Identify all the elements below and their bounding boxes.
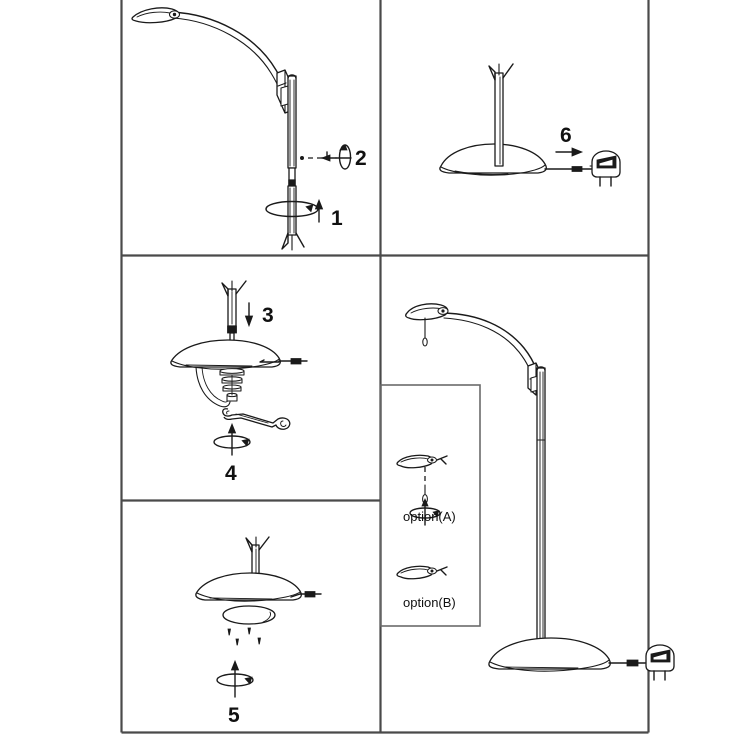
step-4-indicator: 4 [213,422,251,485]
pole-bottom-tip [281,232,305,251]
step-3-number: 3 [262,304,274,327]
step-5-number: 5 [228,704,240,727]
step-6-indicator: 6 [555,124,584,157]
panel-top-left: 2 1 [131,7,367,251]
lamp-head-icon [405,303,449,347]
option-a-rotation-indicator [409,497,441,526]
options-inset: option(A) option(B) [380,384,481,627]
power-cord [290,591,322,598]
lamp-head-icon [131,7,181,24]
cover-disc [222,605,276,625]
step-5-indicator: 5 [216,659,254,727]
option-b-label: option(B) [403,595,456,610]
lamp-base-icon [488,637,611,672]
option-a-label: option(A) [403,509,456,524]
down-arrow-icon [244,302,254,328]
pole-stub [488,63,514,167]
panel-middle-left: 3 4 [170,280,308,485]
up-arrow-icon [230,659,240,698]
step-3-indicator: 3 [244,302,274,328]
lamp-base-icon [439,143,547,176]
panel-right-assembled: option(A) option(B) [380,303,675,681]
pole-full [536,366,546,652]
power-cord [608,659,646,667]
wrench-icon [222,408,291,430]
step-1-indicator: 1 [265,198,343,230]
power-plug-icon [645,644,675,681]
pole-upper [287,74,297,169]
pole-lower [287,167,297,236]
step-1-number: 1 [331,207,343,230]
step-2-number: 2 [355,147,367,170]
lamp-base-icon [170,339,281,370]
option-b-illustration [396,565,448,580]
panel-top-right: 6 [439,63,621,187]
right-arrow-icon [555,147,584,157]
step-6-number: 6 [560,124,572,147]
screw-particles [227,627,261,646]
power-plug-icon [589,150,621,187]
washer-stack [219,368,245,402]
panel-border-group [120,0,650,734]
power-cord [259,358,308,365]
lamp-arm [443,312,541,390]
lamp-arm [170,11,290,107]
step-2-indicator: 2 [299,144,367,170]
power-cord [544,166,592,172]
lamp-base-icon [195,572,302,602]
rotation-arrow-icon [335,144,352,170]
up-arrow-icon [314,198,324,223]
step-4-number: 4 [225,462,237,485]
up-arrow-icon [227,422,237,456]
panel-bottom-left: 5 [195,536,322,727]
